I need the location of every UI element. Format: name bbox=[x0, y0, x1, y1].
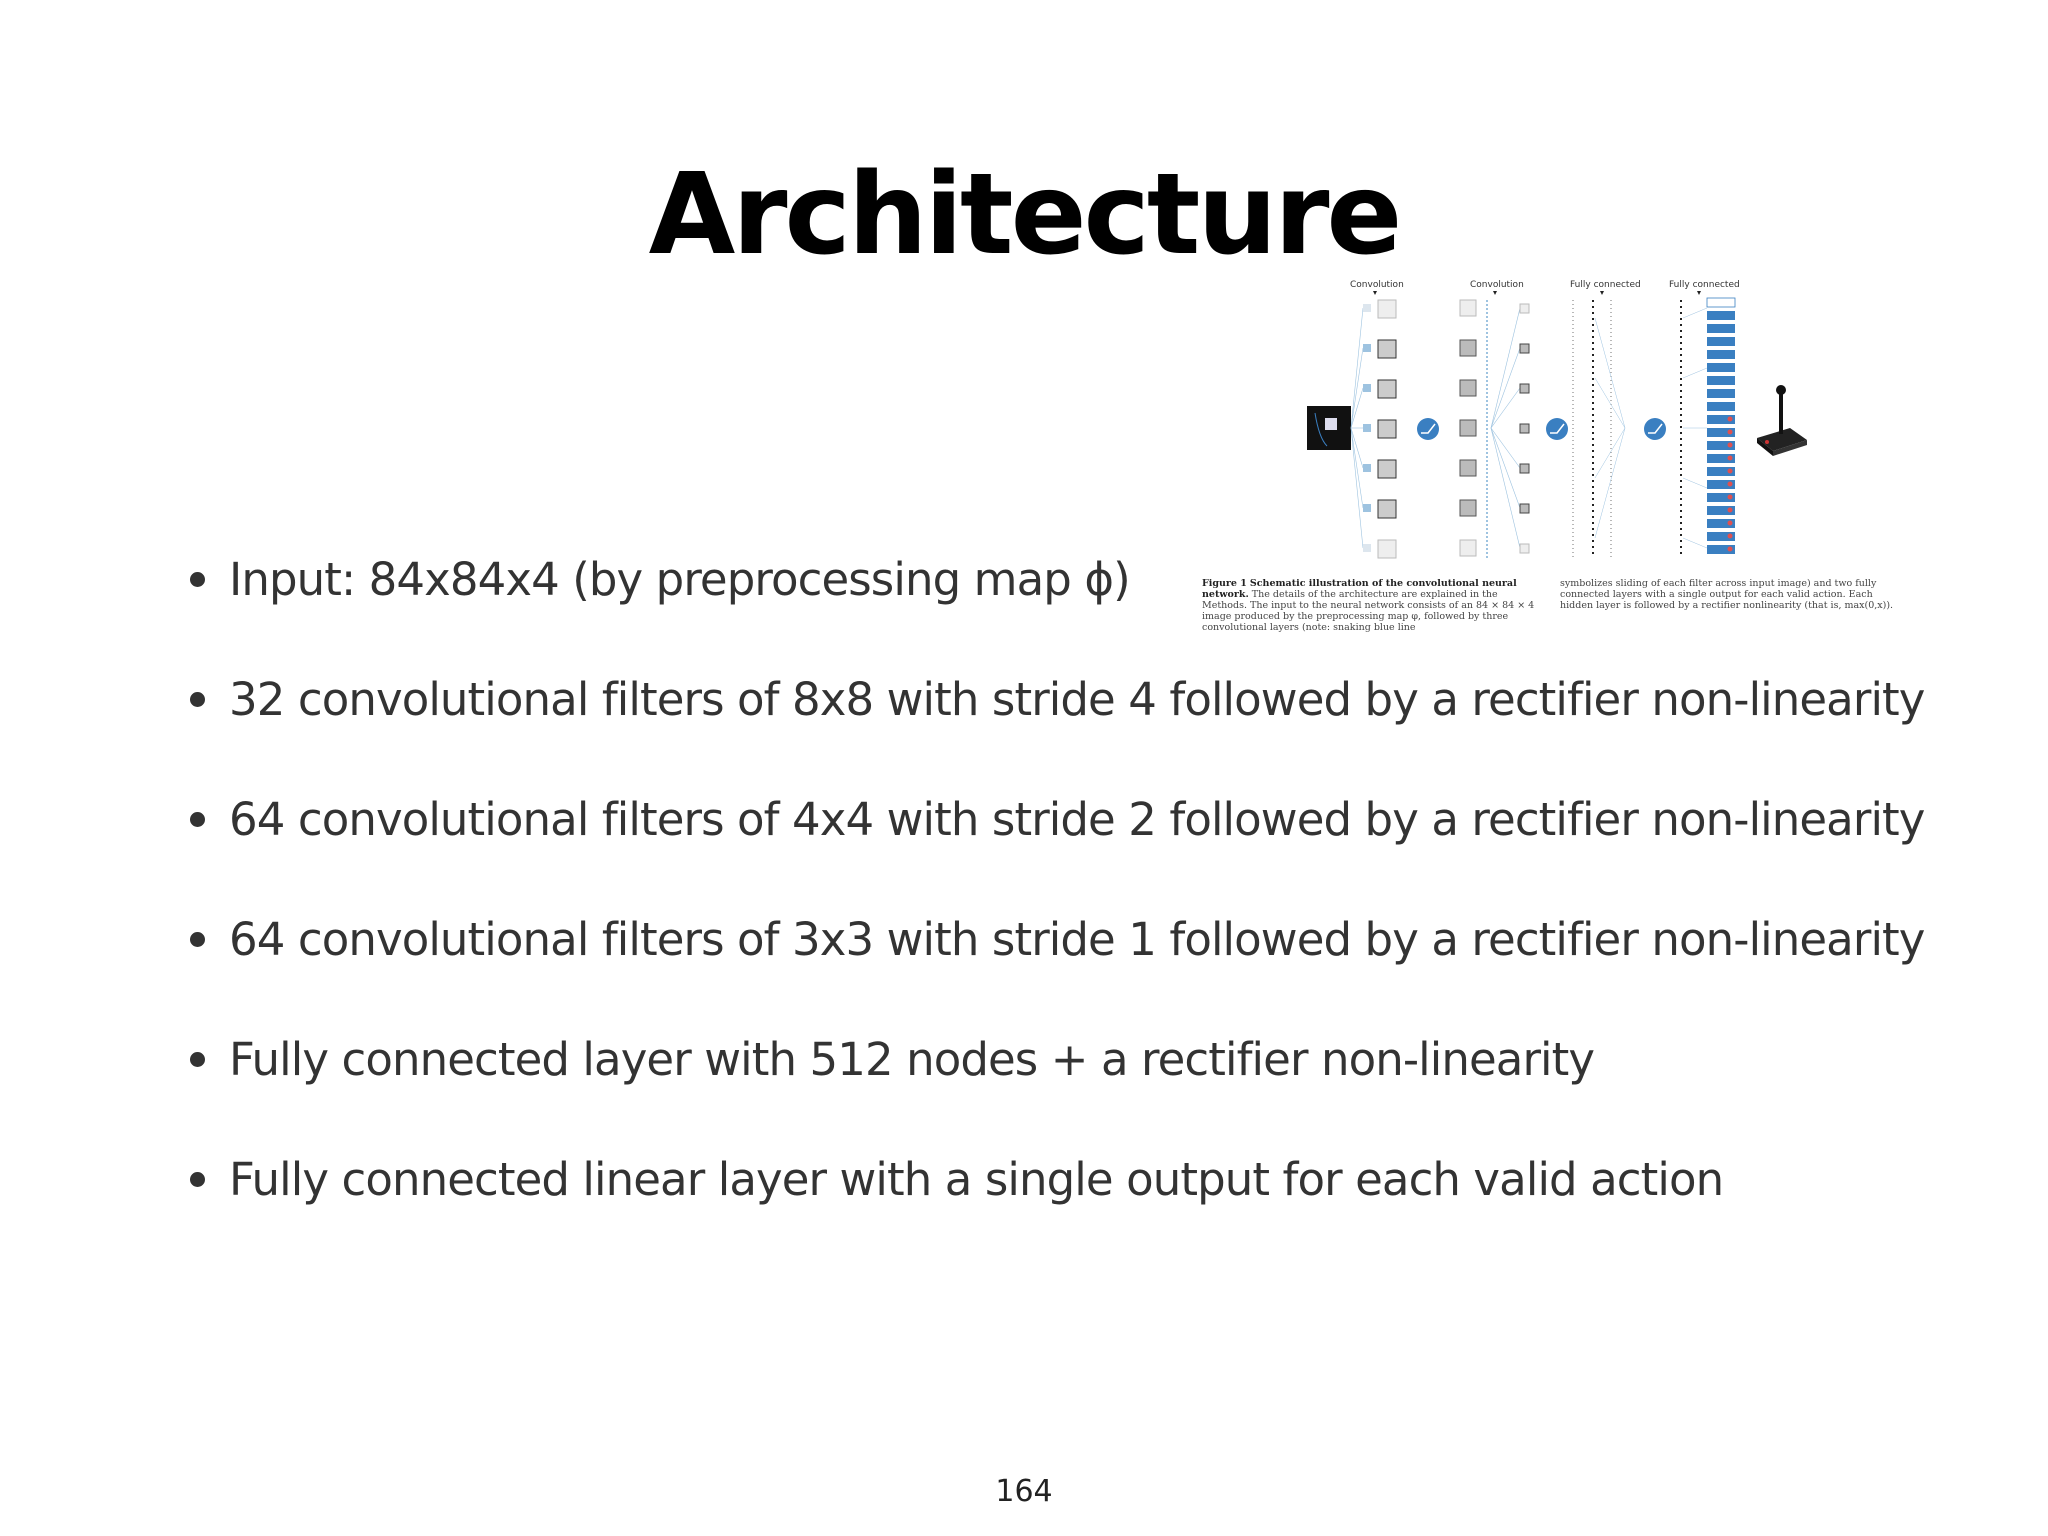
bullet-item: 64 convolutional filters of 4x4 with str… bbox=[190, 760, 1925, 880]
figure-caption-left: Figure 1 Schematic illustration of the c… bbox=[1202, 578, 1544, 633]
page-number: 164 bbox=[995, 1474, 1053, 1509]
relu-icon-1 bbox=[1417, 418, 1439, 440]
bullet-text: 64 convolutional filters of 3x3 with str… bbox=[229, 913, 1925, 966]
bullet-dot-icon bbox=[190, 572, 205, 587]
bullet-dot-icon bbox=[190, 812, 205, 827]
bullet-dot-icon bbox=[190, 932, 205, 947]
bullet-text: Fully connected layer with 512 nodes + a… bbox=[229, 1033, 1595, 1086]
stage-label-conv-1: Convolution bbox=[1350, 280, 1404, 290]
figure-caption-left-text: The details of the architecture are expl… bbox=[1202, 589, 1535, 633]
bullet-dot-icon bbox=[190, 1172, 205, 1187]
action-outputs bbox=[1706, 297, 1736, 554]
stage-label-fc-2: Fully connected bbox=[1669, 280, 1740, 290]
conv3-maps bbox=[1519, 303, 1530, 554]
stage-label-conv-2: Convolution bbox=[1470, 280, 1524, 290]
joystick-icon bbox=[1757, 385, 1807, 456]
bullet-list: Input: 84x84x4 (by preprocessing map ϕ) … bbox=[190, 520, 1925, 1240]
stage-label-fc-1: Fully connected bbox=[1570, 280, 1641, 290]
conv1-maps bbox=[1363, 299, 1397, 559]
bullet-item: Fully connected layer with 512 nodes + a… bbox=[190, 1000, 1925, 1120]
bullet-text: Input: 84x84x4 (by preprocessing map ϕ) bbox=[229, 553, 1131, 606]
bullet-dot-icon bbox=[190, 1052, 205, 1067]
slide-title: Architecture bbox=[648, 150, 1403, 280]
bullet-item: 32 convolutional filters of 8x8 with str… bbox=[190, 640, 1925, 760]
relu-icon-2 bbox=[1546, 418, 1568, 440]
bullet-text: 32 convolutional filters of 8x8 with str… bbox=[229, 673, 1925, 726]
bullet-item: Fully connected linear layer with a sing… bbox=[190, 1120, 1925, 1240]
figure-caption-right: symbolizes sliding of each filter across… bbox=[1560, 578, 1894, 611]
figure-caption-title: Schematic illustration of the convolutio… bbox=[1202, 578, 1517, 600]
cnn-schematic-figure: Convolution Convolution Fully connected … bbox=[1307, 280, 1807, 559]
relu-icon-3 bbox=[1644, 418, 1666, 440]
bullet-text: 64 convolutional filters of 4x4 with str… bbox=[229, 793, 1925, 846]
bullet-item: Input: 84x84x4 (by preprocessing map ϕ) bbox=[190, 520, 1925, 640]
bullet-dot-icon bbox=[190, 692, 205, 707]
bullet-item: 64 convolutional filters of 3x3 with str… bbox=[190, 880, 1925, 1000]
figure-caption: Figure 1 Schematic illustration of the c… bbox=[1202, 578, 1902, 633]
figure-caption-label: Figure 1 bbox=[1202, 578, 1247, 589]
bullet-text: Fully connected linear layer with a sing… bbox=[229, 1153, 1724, 1206]
conv2-maps bbox=[1459, 299, 1477, 557]
